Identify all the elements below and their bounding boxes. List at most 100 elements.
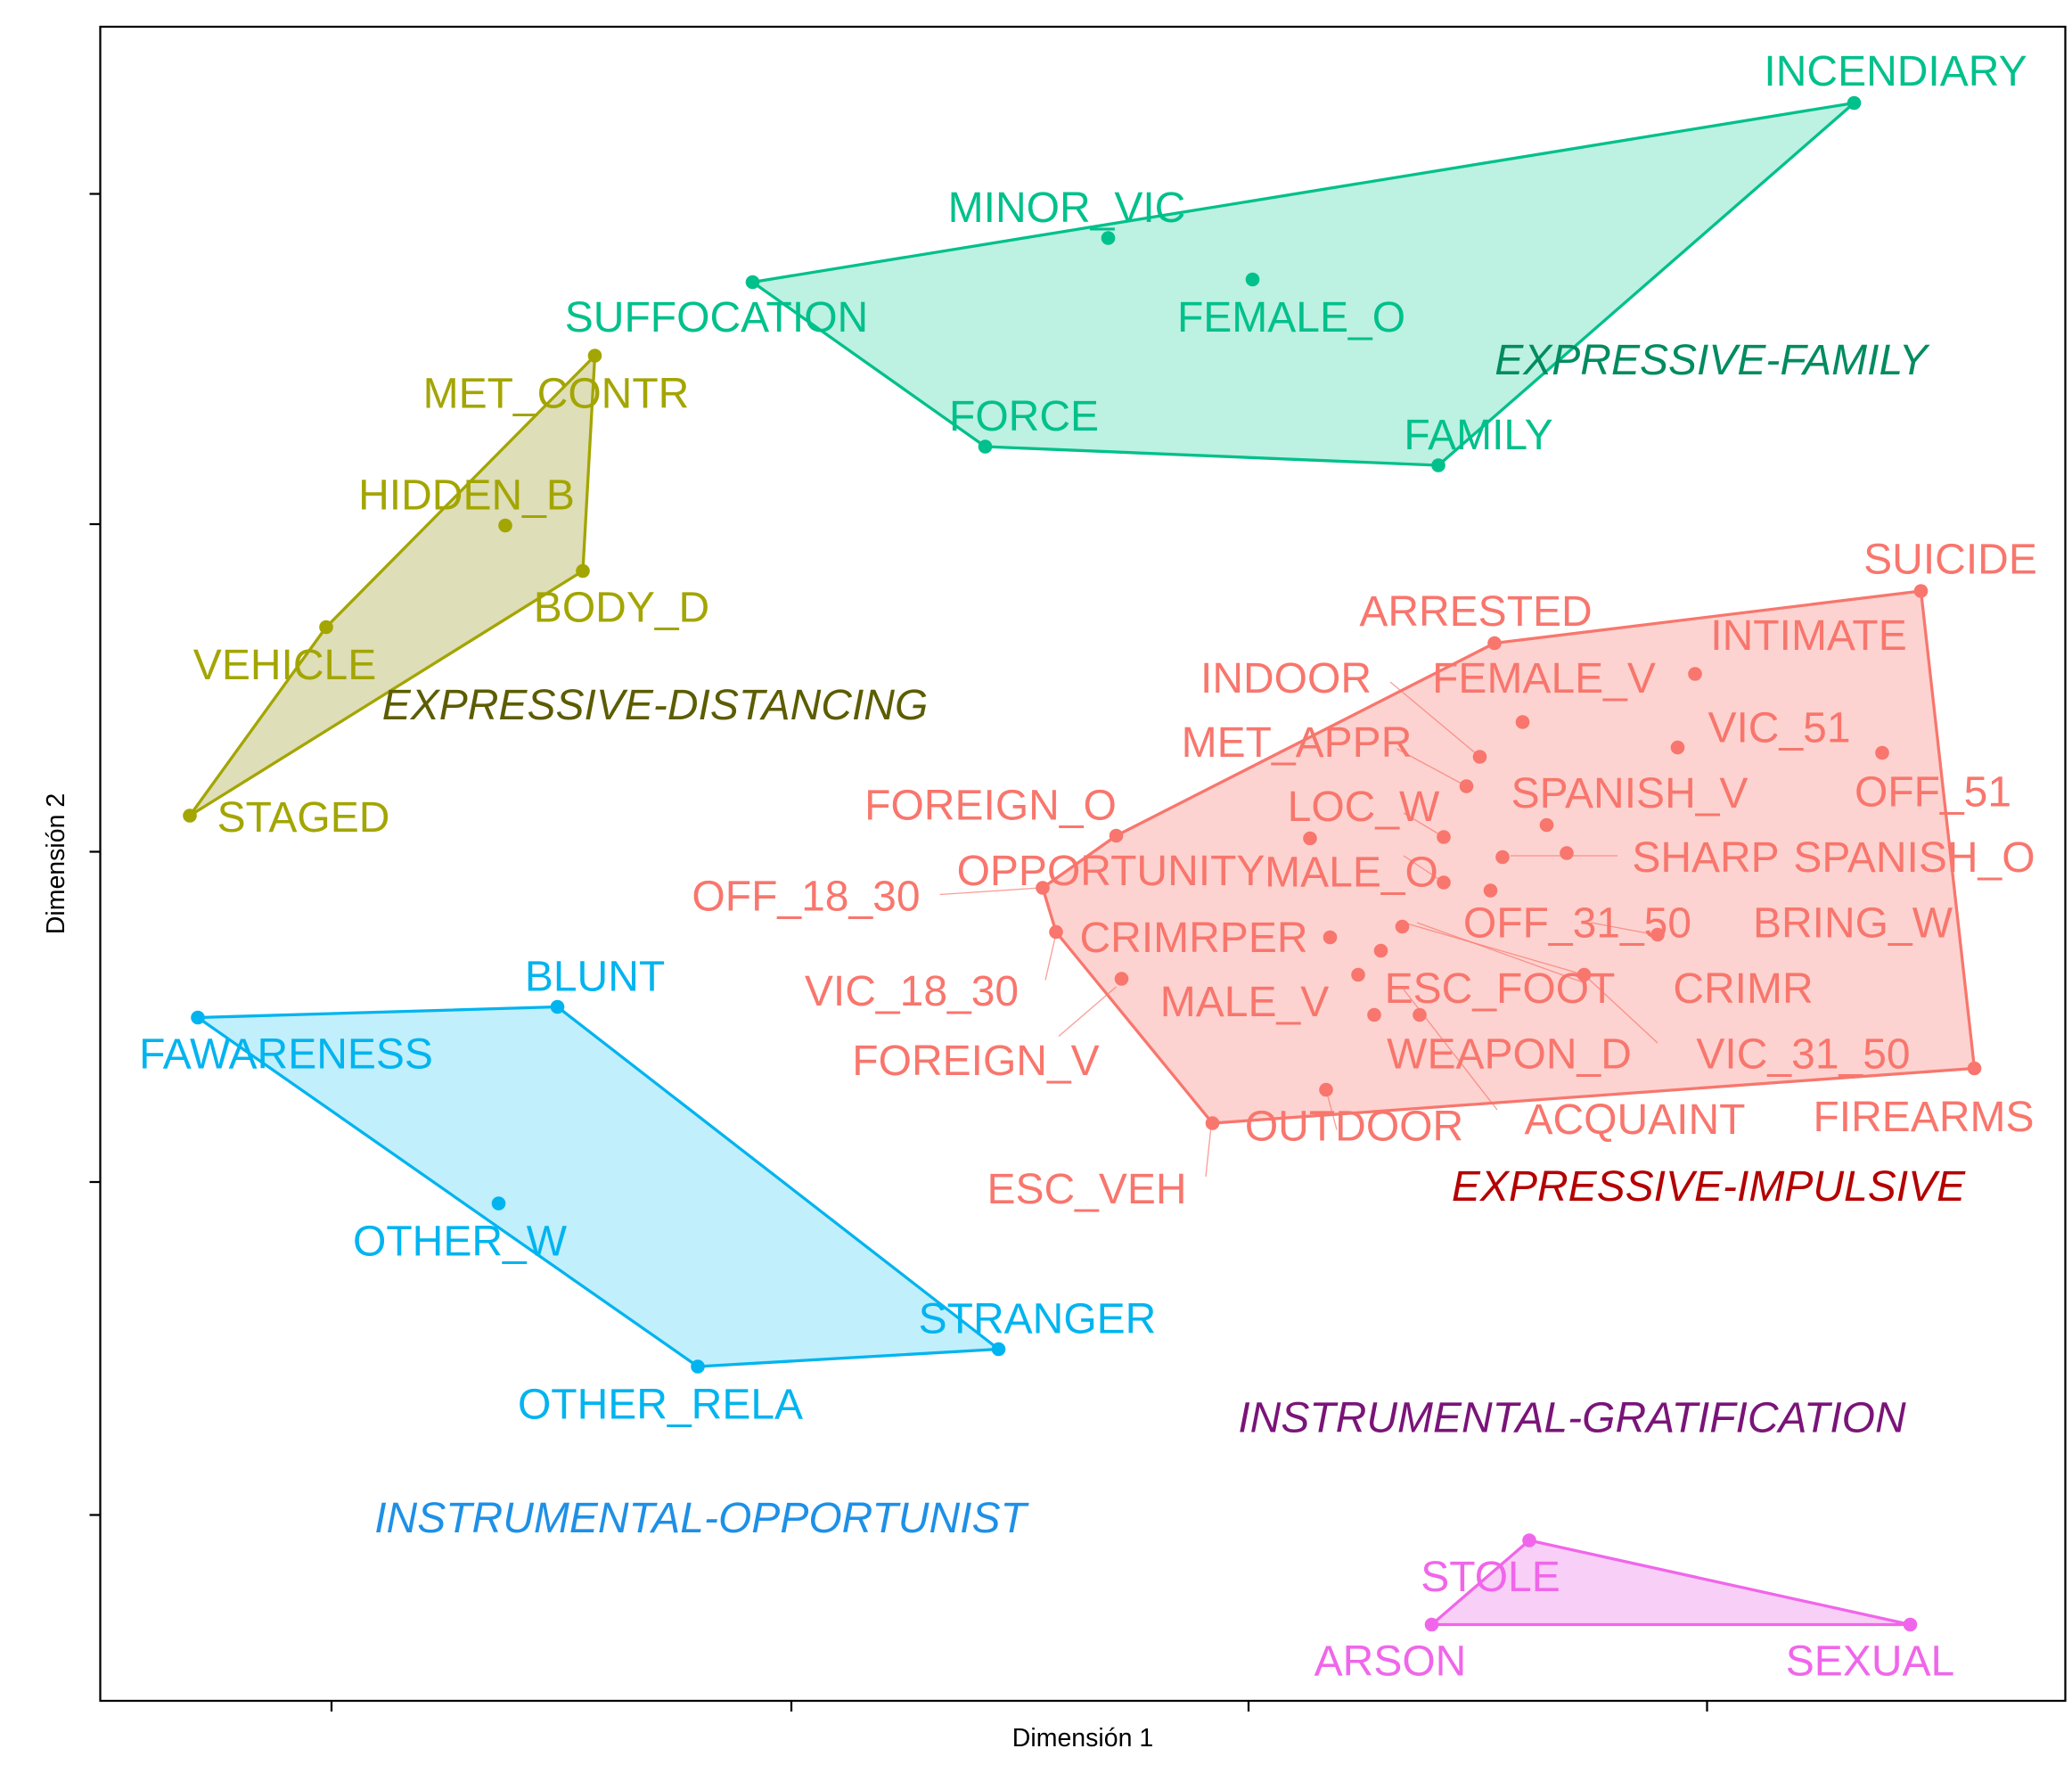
- data-point: [1351, 967, 1365, 982]
- point-label: MALE_O: [1265, 850, 1438, 897]
- point-label: STRANGER: [919, 1296, 1157, 1343]
- data-point: [1367, 1007, 1381, 1022]
- data-point: [1847, 95, 1862, 111]
- data-point: [1913, 584, 1929, 598]
- point-label: FOREIGN_O: [864, 783, 1117, 830]
- label-connector: [1044, 932, 1057, 981]
- data-point: [1431, 458, 1445, 472]
- expressive-family-label: EXPRESSIVE-FAMILY: [1495, 337, 1929, 384]
- point-label: FEMALE_V: [1432, 655, 1656, 702]
- data-point: [1437, 875, 1451, 890]
- point-label: VIC_18_30: [805, 968, 1019, 1015]
- data-point: [1875, 745, 1889, 760]
- data-point: [1114, 972, 1129, 986]
- point-label: OTHER_RELA: [518, 1382, 803, 1429]
- point-label: SUICIDE: [1863, 537, 2037, 584]
- point-label: BLUNT: [525, 954, 665, 1001]
- data-point: [1101, 231, 1116, 245]
- data-point: [1472, 750, 1487, 764]
- point-label: VIC_31_50: [1696, 1031, 1910, 1079]
- data-point: [1437, 830, 1451, 844]
- label-connector: [1590, 922, 1656, 936]
- data-point: [1515, 715, 1530, 729]
- point-label: FORCE: [949, 393, 1099, 440]
- label-connector: [1403, 855, 1445, 883]
- data-points: [183, 95, 1982, 1632]
- label-connector: [1396, 748, 1467, 787]
- data-point: [1205, 1116, 1220, 1130]
- point-label: SHARP: [1632, 834, 1779, 882]
- data-point: [1109, 828, 1124, 843]
- point-label: BODY_D: [534, 585, 709, 632]
- point-label: BRING_W: [1753, 900, 1953, 948]
- data-point: [1539, 817, 1554, 833]
- point-label: OTHER_W: [353, 1219, 568, 1266]
- point-label: SPANISH_O: [1793, 834, 2035, 882]
- point-label: FOREIGN_V: [852, 1038, 1099, 1085]
- instrumental-gratification-hull: [1429, 1539, 1912, 1627]
- data-point: [319, 620, 333, 635]
- point-label: SEXUAL: [1786, 1638, 1954, 1686]
- label-connector: [1058, 986, 1117, 1038]
- point-label: STAGED: [217, 794, 390, 841]
- x-axis-title: Dimensión 1: [1012, 1724, 1153, 1753]
- point-label: FIREARMS: [1813, 1094, 2034, 1141]
- label-connector: [1584, 974, 1658, 1044]
- point-label: ARRESTED: [1359, 588, 1592, 636]
- data-point: [576, 563, 590, 579]
- data-point: [1483, 883, 1498, 898]
- data-point: [1487, 636, 1502, 651]
- data-point: [183, 809, 197, 823]
- instrumental-opportunist-label: INSTRUMENTAL-OPPORTUNIST: [374, 1495, 1029, 1542]
- point-label: STOLE: [1421, 1554, 1560, 1601]
- point-label: ESC_VEH: [987, 1166, 1186, 1213]
- axis-ticks: [89, 193, 1708, 1712]
- point-label: MET_CONTR: [423, 371, 690, 418]
- data-point: [550, 999, 565, 1014]
- cluster-names: EXPRESSIVE-FAMILYEXPRESSIVE-DISTANCINGEX…: [374, 337, 1966, 1542]
- data-point: [1495, 850, 1510, 865]
- point-label: OFF_18_30: [692, 874, 920, 921]
- point-label: FAMILY: [1404, 412, 1552, 459]
- data-point: [1560, 846, 1574, 860]
- point-label: INTIMATE: [1710, 612, 1906, 660]
- data-point: [191, 1010, 205, 1025]
- point-label: ESC_FOOT: [1385, 965, 1616, 1013]
- point-label: VEHICLE: [193, 642, 376, 689]
- data-point: [1967, 1061, 1982, 1076]
- label-connector: [1205, 1125, 1212, 1178]
- point-label: OUTDOOR: [1245, 1104, 1463, 1151]
- point-label: MINOR_VIC: [948, 185, 1186, 232]
- data-point: [1459, 779, 1474, 793]
- data-point: [1303, 831, 1317, 846]
- point-label: FEMALE_O: [1177, 294, 1405, 341]
- data-point: [1319, 1082, 1333, 1097]
- point-label: INCENDIARY: [1764, 48, 2027, 95]
- label-connector: [939, 887, 1041, 896]
- point-label: WEAPON_D: [1387, 1031, 1632, 1079]
- data-point: [491, 1196, 506, 1211]
- data-point: [498, 518, 512, 533]
- label-connector: [1403, 922, 1585, 976]
- data-point: [1395, 919, 1410, 934]
- instrumental-gratification-label: INSTRUMENTAL-GRATIFICATION: [1238, 1395, 1906, 1442]
- data-point: [587, 349, 602, 363]
- data-point: [1036, 881, 1050, 895]
- point-label: OFF_51: [1855, 769, 2011, 817]
- plot-frame: [99, 25, 2067, 1703]
- point-label: CRIMRPER: [1079, 915, 1307, 962]
- expressive-family-hull: [750, 101, 1856, 467]
- data-point: [1650, 927, 1665, 942]
- data-point: [1522, 1533, 1536, 1547]
- data-point: [1049, 924, 1063, 940]
- point-label: VIC_51: [1708, 705, 1850, 752]
- point-label: CRIMR: [1673, 965, 1813, 1013]
- data-point: [1373, 943, 1388, 958]
- point-label: FAWARENESS: [139, 1031, 433, 1079]
- expressive-distancing-label: EXPRESSIVE-DISTANCING: [382, 682, 929, 729]
- data-point: [1424, 1617, 1439, 1632]
- point-label: HIDDEN_B: [358, 472, 575, 520]
- point-label: ACQUAINT: [1524, 1096, 1745, 1144]
